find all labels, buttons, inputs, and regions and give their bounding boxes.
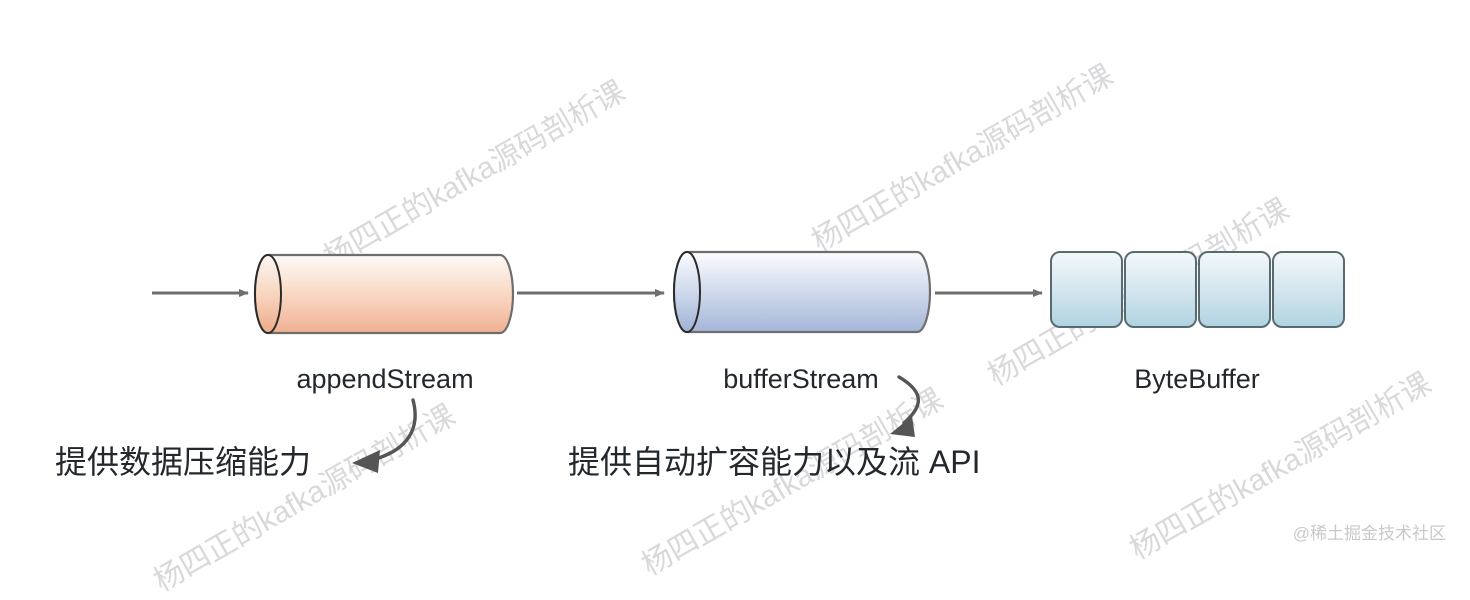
byte-buffer-label-text: ByteBuffer xyxy=(1134,364,1260,394)
node-label-byte-buffer: ByteBuffer xyxy=(997,364,1397,395)
node-append-stream[interactable] xyxy=(253,253,515,335)
byte-buffer-cell xyxy=(1124,251,1197,328)
caption-compression-text: 提供数据压缩能力 xyxy=(55,444,312,480)
buffer-stream-label-text: bufferStream xyxy=(723,364,879,394)
byte-buffer-cell xyxy=(1272,251,1345,328)
node-buffer-stream[interactable] xyxy=(672,250,932,334)
credit-watermark: @稀土掘金技术社区 xyxy=(1293,519,1446,544)
caption-compression: 提供数据压缩能力 xyxy=(55,437,311,483)
node-byte-buffer[interactable] xyxy=(1050,251,1345,328)
diagram-svg xyxy=(152,250,1345,473)
caption-autoexpand: 提供自动扩容能力以及流 API xyxy=(568,437,980,483)
caption-autoexpand-text: 提供自动扩容能力以及流 API xyxy=(568,444,981,480)
credit-text: @稀土掘金技术社区 xyxy=(1292,524,1446,543)
append-stream-label-text: appendStream xyxy=(296,364,474,394)
annotation-arrow-autoexpand xyxy=(890,375,920,437)
node-label-buffer-stream: bufferStream xyxy=(601,364,1001,395)
byte-buffer-cell xyxy=(1198,251,1271,328)
byte-buffer-cell xyxy=(1050,251,1123,328)
diagram-canvas: 杨四正的kafka源码剖析课杨四正的kafka源码剖析课杨四正的kafka源码剖… xyxy=(0,59,1446,598)
annotation-arrow-compression xyxy=(352,398,417,473)
node-label-append-stream: appendStream xyxy=(0,364,770,395)
